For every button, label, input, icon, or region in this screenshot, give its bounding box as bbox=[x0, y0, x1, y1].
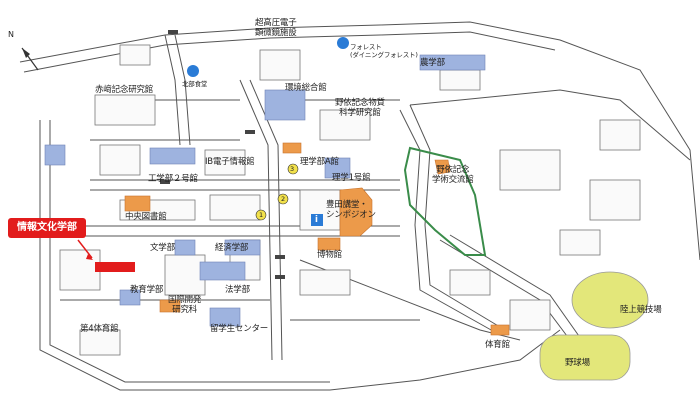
label-science1: 理学1号館 bbox=[332, 173, 371, 183]
label-athletics: 陸上競技場 bbox=[620, 305, 662, 315]
label-baseball: 野球場 bbox=[565, 358, 590, 368]
label-central-library: 中央図書館 bbox=[125, 212, 167, 222]
label-kitabu: 北部食堂 bbox=[182, 80, 208, 88]
north-label: N bbox=[8, 30, 14, 39]
label-literature: 文学部 bbox=[150, 243, 175, 253]
label-economics: 経済学部 bbox=[215, 243, 249, 253]
label-gym4: 第4体育館 bbox=[80, 324, 119, 334]
informatics-building bbox=[77, 239, 135, 272]
label-super-voltage: 超高圧電子顕微鏡施設 bbox=[255, 18, 297, 38]
label-science-a: 理学部A館 bbox=[300, 157, 339, 167]
label-akasaki: 赤﨑記念研究館 bbox=[95, 85, 154, 95]
label-noyori-exchange: 野依記念学術交流館 bbox=[432, 165, 474, 185]
bus-stop-markers bbox=[255, 163, 299, 221]
label-engineering2: 工学部２号館 bbox=[148, 174, 198, 184]
traffic-lights bbox=[160, 30, 285, 279]
bus-stop-3-label: 3 bbox=[290, 165, 294, 173]
bus-stop-1-label: 1 bbox=[259, 211, 263, 219]
label-gsid: 国際開発研究科 bbox=[168, 295, 202, 315]
label-environment: 環境総合館 bbox=[285, 83, 327, 93]
label-education: 教育学部 bbox=[130, 285, 164, 295]
sports-fields bbox=[539, 271, 649, 381]
label-museum: 博物館 bbox=[317, 250, 342, 260]
cafeteria-icons bbox=[187, 37, 349, 77]
road-network bbox=[19, 21, 700, 391]
label-noyori-lab: 野依記念物質科学研究館 bbox=[335, 98, 385, 118]
label-toyoda: 豊田講堂・シンポジオン bbox=[326, 200, 376, 220]
info-icon: i bbox=[315, 215, 318, 225]
label-forest: フォレスト(ダイニングフォレスト) bbox=[350, 43, 418, 59]
label-ib: IB電子情報館 bbox=[205, 157, 255, 167]
label-gym: 体育館 bbox=[485, 340, 510, 350]
north-arrow-icon bbox=[21, 47, 39, 71]
label-intl-center: 留学生センター bbox=[210, 324, 269, 334]
informatics-badge[interactable]: 情報文化学部 bbox=[8, 218, 86, 238]
blue-buildings bbox=[44, 54, 486, 327]
label-agriculture: 農学部 bbox=[420, 58, 445, 68]
bus-stop-2-label: 2 bbox=[281, 195, 285, 203]
info-box bbox=[311, 214, 323, 226]
building-outlines bbox=[59, 44, 641, 356]
forest-outline bbox=[403, 146, 487, 256]
orange-buildings bbox=[124, 142, 510, 336]
label-law: 法学部 bbox=[225, 285, 250, 295]
